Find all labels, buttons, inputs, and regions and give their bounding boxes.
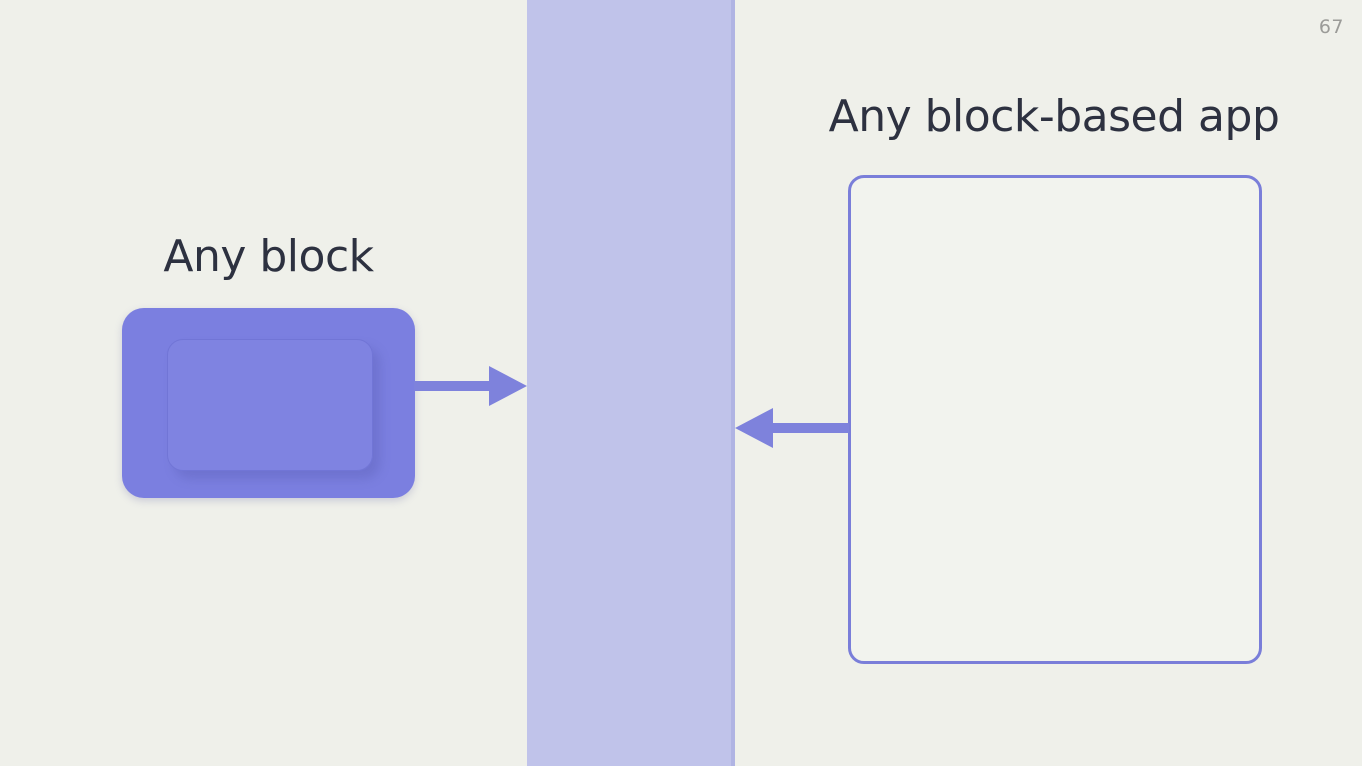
arrow-right-head-icon [489,366,527,406]
block-shape [122,308,415,498]
any-block-label: Any block [163,231,374,282]
integration-band [527,0,735,766]
app-outline-box [848,175,1262,664]
any-block-based-app-label: Any block-based app [828,91,1280,142]
arrow-right-shaft [414,381,492,391]
arrow-left-shaft [770,423,849,433]
block-inner-panel [167,339,373,471]
arrow-left-head-icon [735,408,773,448]
page-number: 67 [1318,16,1344,38]
